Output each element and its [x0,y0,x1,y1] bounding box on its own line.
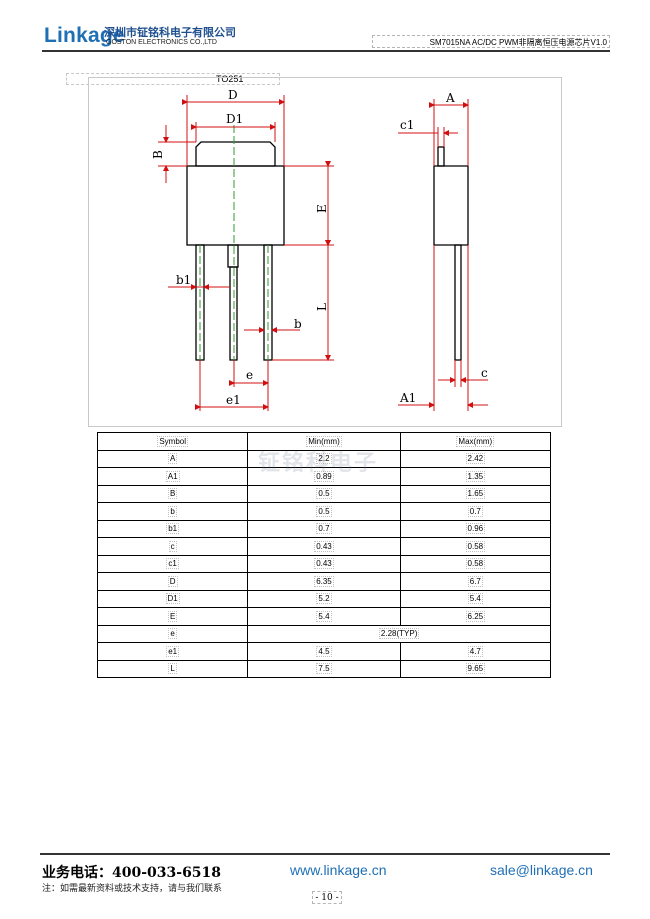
min-cell: 0.7 [247,519,401,538]
dim-label-c: c [481,366,488,380]
max-cell: 6.7 [399,572,552,591]
drawing-title: TO251 [216,74,244,84]
symbol-cell: e [96,624,249,643]
symbol-cell: A [96,449,249,468]
dim-label-L: L [315,303,329,311]
symbol-cell: e1 [96,642,249,661]
max-cell: 9.65 [399,659,552,678]
dimension-labels: D D1 B E L b1 b e e1 A c1 c A1 [151,88,488,407]
center-lines [199,125,269,367]
header-max: Max(mm) [399,432,552,451]
company-logo: Linkage [44,24,125,47]
dim-label-D: D [228,88,238,102]
drawing-title-frame [66,73,280,85]
symbol-cell: A1 [96,467,249,486]
symbol-cell: c [96,537,249,556]
symbol-cell: B [96,484,249,503]
symbol-cell: b1 [96,519,249,538]
header-divider [42,50,610,52]
min-cell: 0.5 [247,484,401,503]
max-cell: 2.42 [399,449,552,468]
website-link[interactable]: www.linkage.cn [290,862,387,878]
dim-label-e1: e1 [226,393,241,407]
min-cell: 0.43 [247,554,401,573]
dim-label-A1: A1 [399,391,416,405]
max-cell: 4.7 [399,642,552,661]
dim-label-A: A [445,91,455,105]
sales-phone: 业务电话：400-033-6518 [42,865,222,881]
min-cell: 4.5 [247,642,401,661]
email-link[interactable]: sale@linkage.cn [490,862,593,878]
symbol-cell: b [96,502,249,521]
watermark: 钲铭科电子 [258,451,379,476]
company-name-cn: 深圳市钲铭科电子有限公司 [104,26,236,39]
symbol-cell: E [96,607,249,626]
max-cell: 0.96 [399,519,552,538]
support-note: 注：如需最新资料或技术支持，请与我们联系 [42,884,223,894]
dim-label-B: B [151,150,165,159]
dim-label-b1: b1 [176,273,191,287]
package-outline-drawing: D D1 B E L b1 b e e1 A c1 c A1 [151,88,488,411]
front-view [186,141,285,361]
dim-label-b: b [294,317,302,331]
max-cell: 1.35 [399,467,552,486]
dim-label-e: e [246,368,253,382]
document-title: SM7015NA AC/DC PWM非隔离恒压电源芯片V1.0 [372,35,610,48]
symbol-cell: D1 [96,589,249,608]
side-view [433,146,469,361]
dim-label-E: E [315,204,329,213]
max-cell: 0.58 [399,537,552,556]
min-cell: 6.35 [247,572,401,591]
footer-divider [40,853,610,855]
symbol-cell: c1 [96,554,249,573]
min-cell: 0.5 [247,502,401,521]
min-cell: 5.2 [247,589,401,608]
symbol-cell: D [96,572,249,591]
max-cell: 0.58 [399,554,552,573]
symbol-cell: L [96,659,249,678]
max-cell: 6.25 [399,607,552,626]
page-number: - 10 - [312,891,342,904]
dimension-lines [158,95,488,411]
max-cell: 0.7 [399,502,552,521]
min-cell: 7.5 [247,659,401,678]
header-symbol: Symbol [96,432,249,451]
max-cell: 1.65 [399,484,552,503]
max-cell: 5.4 [399,589,552,608]
typ-cell: 2.28(TYP) [247,624,551,643]
company-name-en: GOSTON ELECTRONICS CO.,LTD [106,39,217,46]
dim-label-D1: D1 [226,112,243,126]
dim-label-c1: c1 [400,118,414,132]
package-drawing-frame [88,77,562,427]
min-cell: 5.4 [247,607,401,626]
min-cell: 0.43 [247,537,401,556]
